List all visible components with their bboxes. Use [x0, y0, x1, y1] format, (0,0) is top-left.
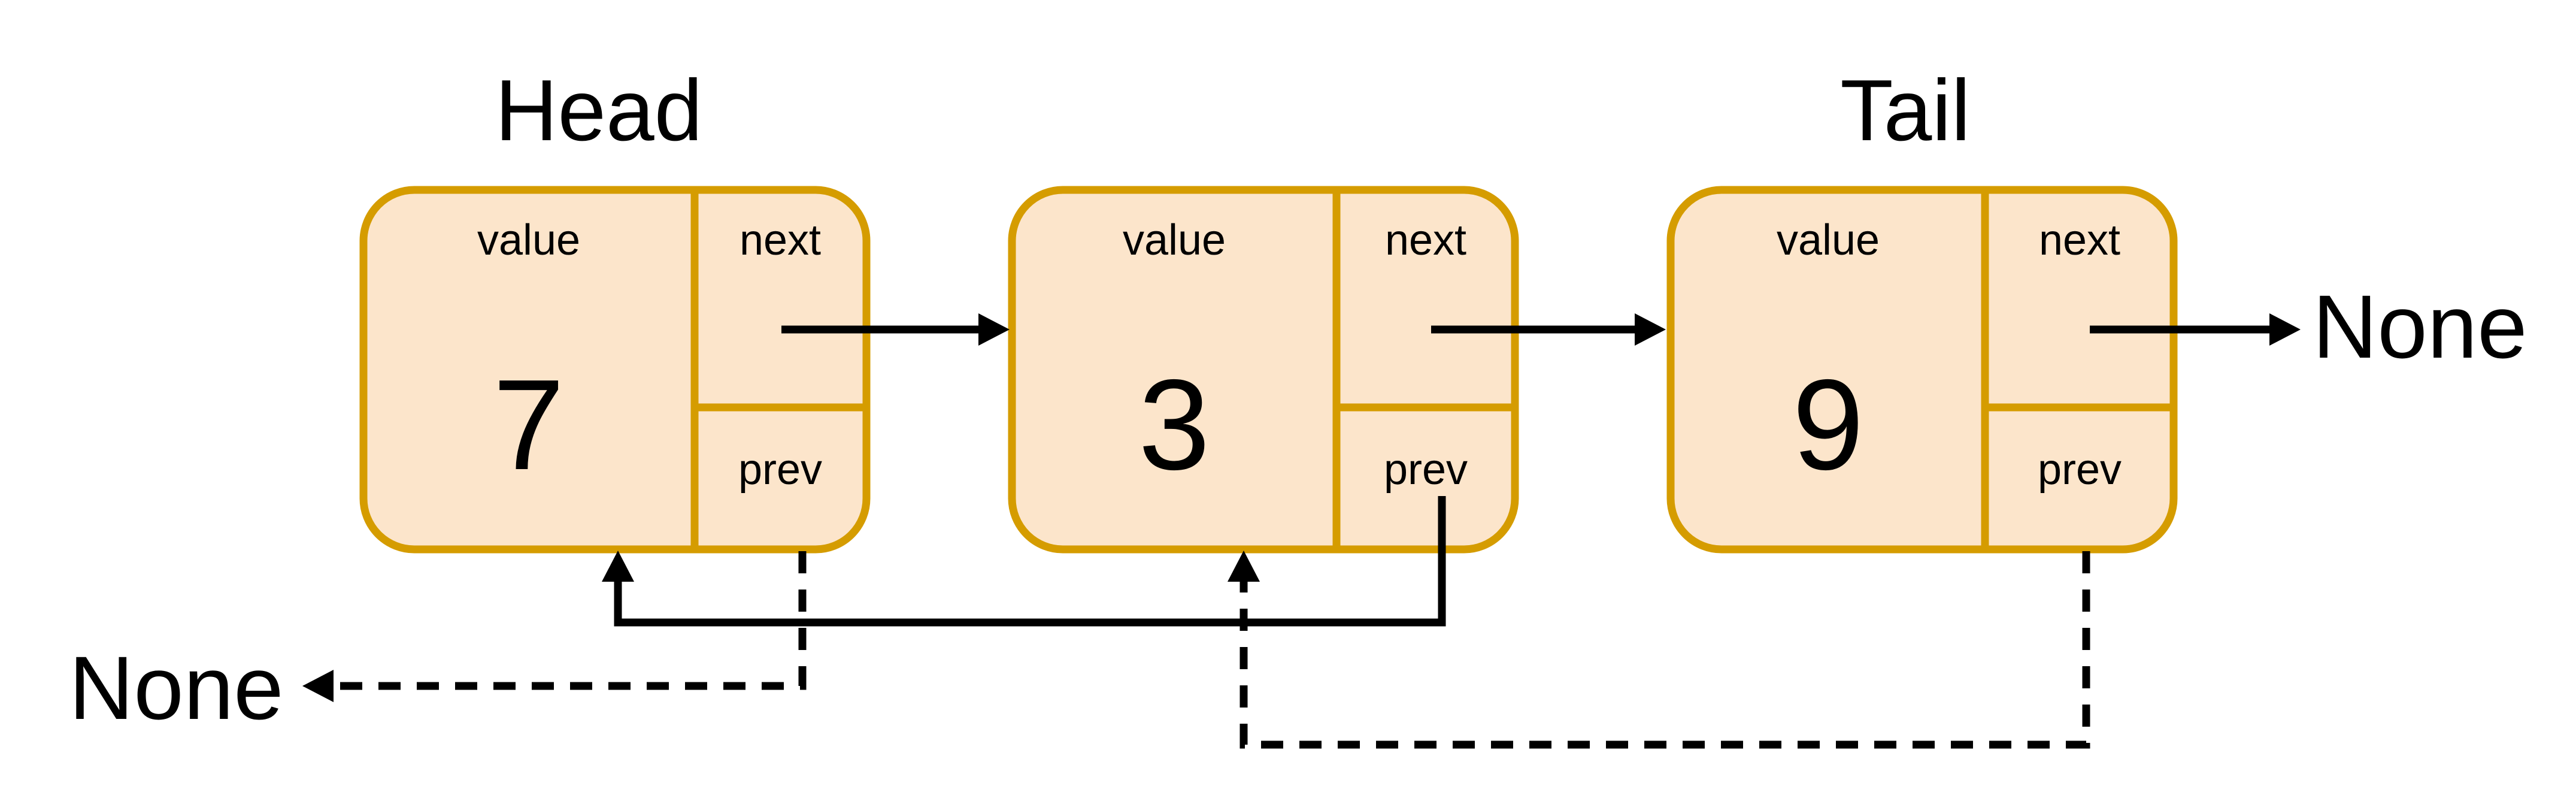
next-arrow-1-to-2 — [781, 313, 1010, 346]
next-arrow-3-to-none — [2090, 313, 2301, 346]
node-3-value: 9 — [1792, 352, 1864, 497]
head-label: Head — [495, 62, 703, 159]
node-2-prev-label: prev — [1384, 446, 1468, 494]
node-1: value 7 next prev — [359, 186, 871, 554]
tail-label: Tail — [1840, 62, 1971, 159]
prev-arrow-1-to-none — [302, 551, 807, 702]
prev-arrow-3-to-2 — [1228, 551, 2090, 749]
prev-arrow-2-head-icon — [602, 551, 634, 582]
next-arrow-2-head-icon — [1635, 313, 1666, 346]
node-3-box — [1666, 186, 2178, 554]
node-2-value-label: value — [1123, 216, 1226, 264]
none-label-left: None — [69, 637, 284, 738]
node-1-value: 7 — [493, 352, 565, 497]
prev-arrow-1-head-icon — [302, 670, 334, 702]
node-3-prev-label: prev — [2038, 446, 2122, 494]
none-label-right: None — [2313, 276, 2527, 377]
node-2-box — [1008, 186, 1519, 554]
node-3: value 9 next prev — [1666, 186, 2178, 554]
node-3-value-label: value — [1777, 216, 1880, 264]
node-1-next-label: next — [740, 216, 821, 264]
node-2-value: 3 — [1138, 352, 1210, 497]
prev-arrow-2-to-1 — [602, 496, 1446, 627]
prev-arrow-1-shaft — [334, 551, 807, 690]
node-1-box — [359, 186, 871, 554]
prev-arrow-3-head-icon — [1228, 551, 1260, 582]
prev-arrow-2-shaft — [614, 496, 1446, 627]
node-3-next-label: next — [2039, 216, 2120, 264]
next-arrow-2-to-3 — [1431, 313, 1666, 346]
node-1-value-label: value — [477, 216, 580, 264]
prev-arrow-3-shaft — [1239, 551, 2090, 749]
node-2: value 3 next prev — [1008, 186, 1519, 554]
node-2-next-label: next — [1385, 216, 1466, 264]
next-arrow-1-head-icon — [978, 313, 1010, 346]
next-arrow-3-head-icon — [2269, 313, 2301, 346]
node-1-prev-label: prev — [738, 446, 822, 494]
